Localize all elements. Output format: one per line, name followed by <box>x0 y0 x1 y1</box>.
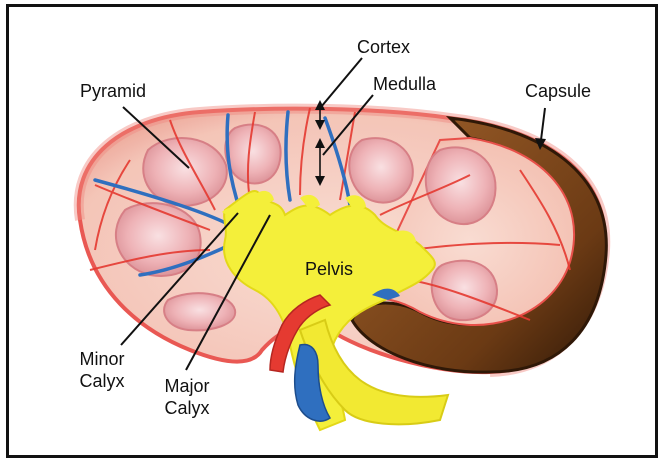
label-major-calyx-line2: Calyx <box>164 398 210 418</box>
renal-vein <box>293 343 332 422</box>
label-major-calyx-line1: Major <box>164 376 210 396</box>
label-cortex: Cortex <box>357 37 411 57</box>
label-pyramid: Pyramid <box>80 81 147 101</box>
label-capsule: Capsule <box>525 81 592 101</box>
ureter <box>298 318 450 426</box>
renal-pelvis <box>223 190 436 432</box>
leader-lines <box>120 57 546 371</box>
label-medulla: Medulla <box>373 74 437 94</box>
calyx-cups <box>222 190 416 246</box>
pyramids <box>114 123 499 332</box>
label-minor-calyx-line1: Minor <box>79 349 125 369</box>
label-minor-calyx: Minor Calyx <box>72 348 132 392</box>
label-major-calyx: Major Calyx <box>156 375 218 419</box>
label-pelvis: Pelvis <box>305 259 354 279</box>
label-minor-calyx-line2: Calyx <box>79 371 125 391</box>
renal-artery <box>269 294 332 373</box>
